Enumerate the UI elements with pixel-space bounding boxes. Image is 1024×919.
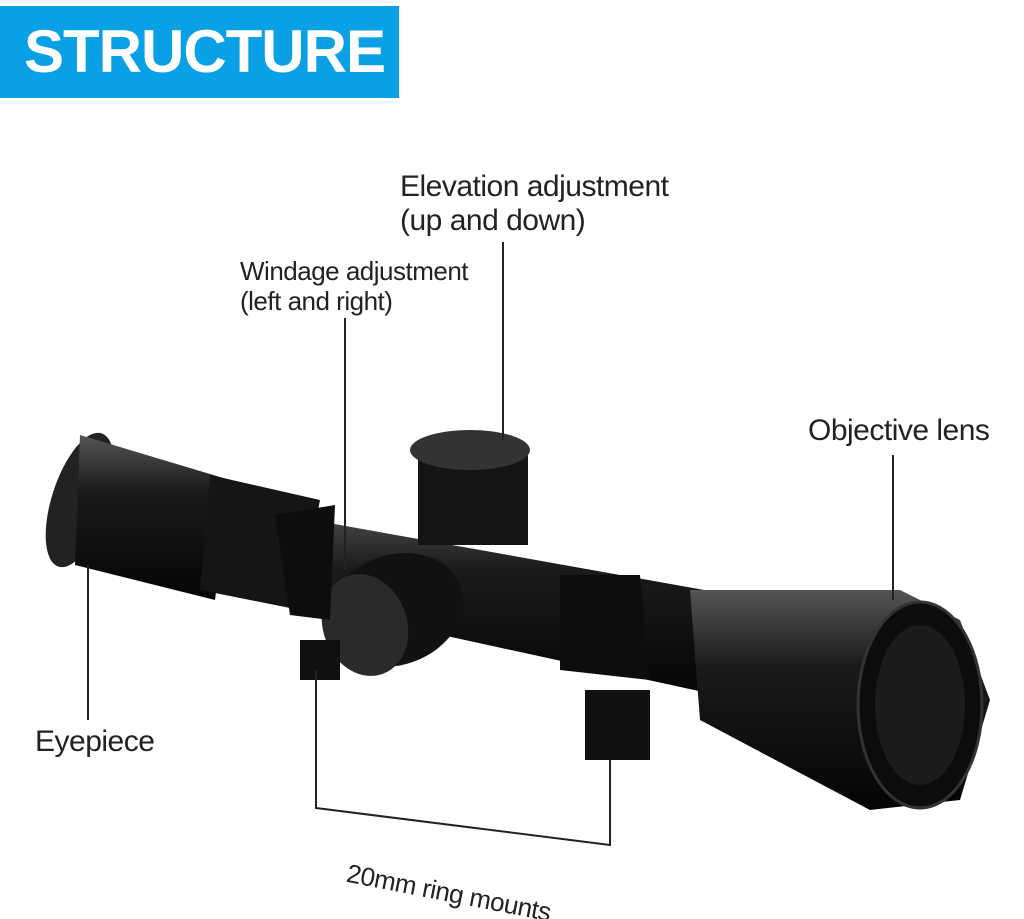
windage-label: Windage adjustment (left and right) — [240, 256, 469, 316]
objective-label: Objective lens — [808, 414, 990, 447]
elevation-turret — [410, 430, 530, 470]
elevation-label-line2: (up and down) — [400, 204, 586, 237]
title-banner: STRUCTURE — [0, 6, 399, 98]
eyepiece-body — [75, 435, 230, 600]
windage-label-line2: (left and right) — [240, 286, 393, 316]
scope-body — [45, 430, 990, 810]
leader-lines — [87, 242, 894, 847]
rear-ring-mount — [275, 505, 335, 620]
title: STRUCTURE — [24, 18, 386, 85]
eyepiece-label: Eyepiece — [35, 725, 155, 758]
windage-label-line1: Windage adjustment — [240, 256, 469, 286]
elevation-label-line1: Elevation adjustment — [400, 170, 669, 203]
elevation-label: Elevation adjustment (up and down) — [400, 170, 669, 238]
front-ring-mount — [560, 575, 650, 680]
